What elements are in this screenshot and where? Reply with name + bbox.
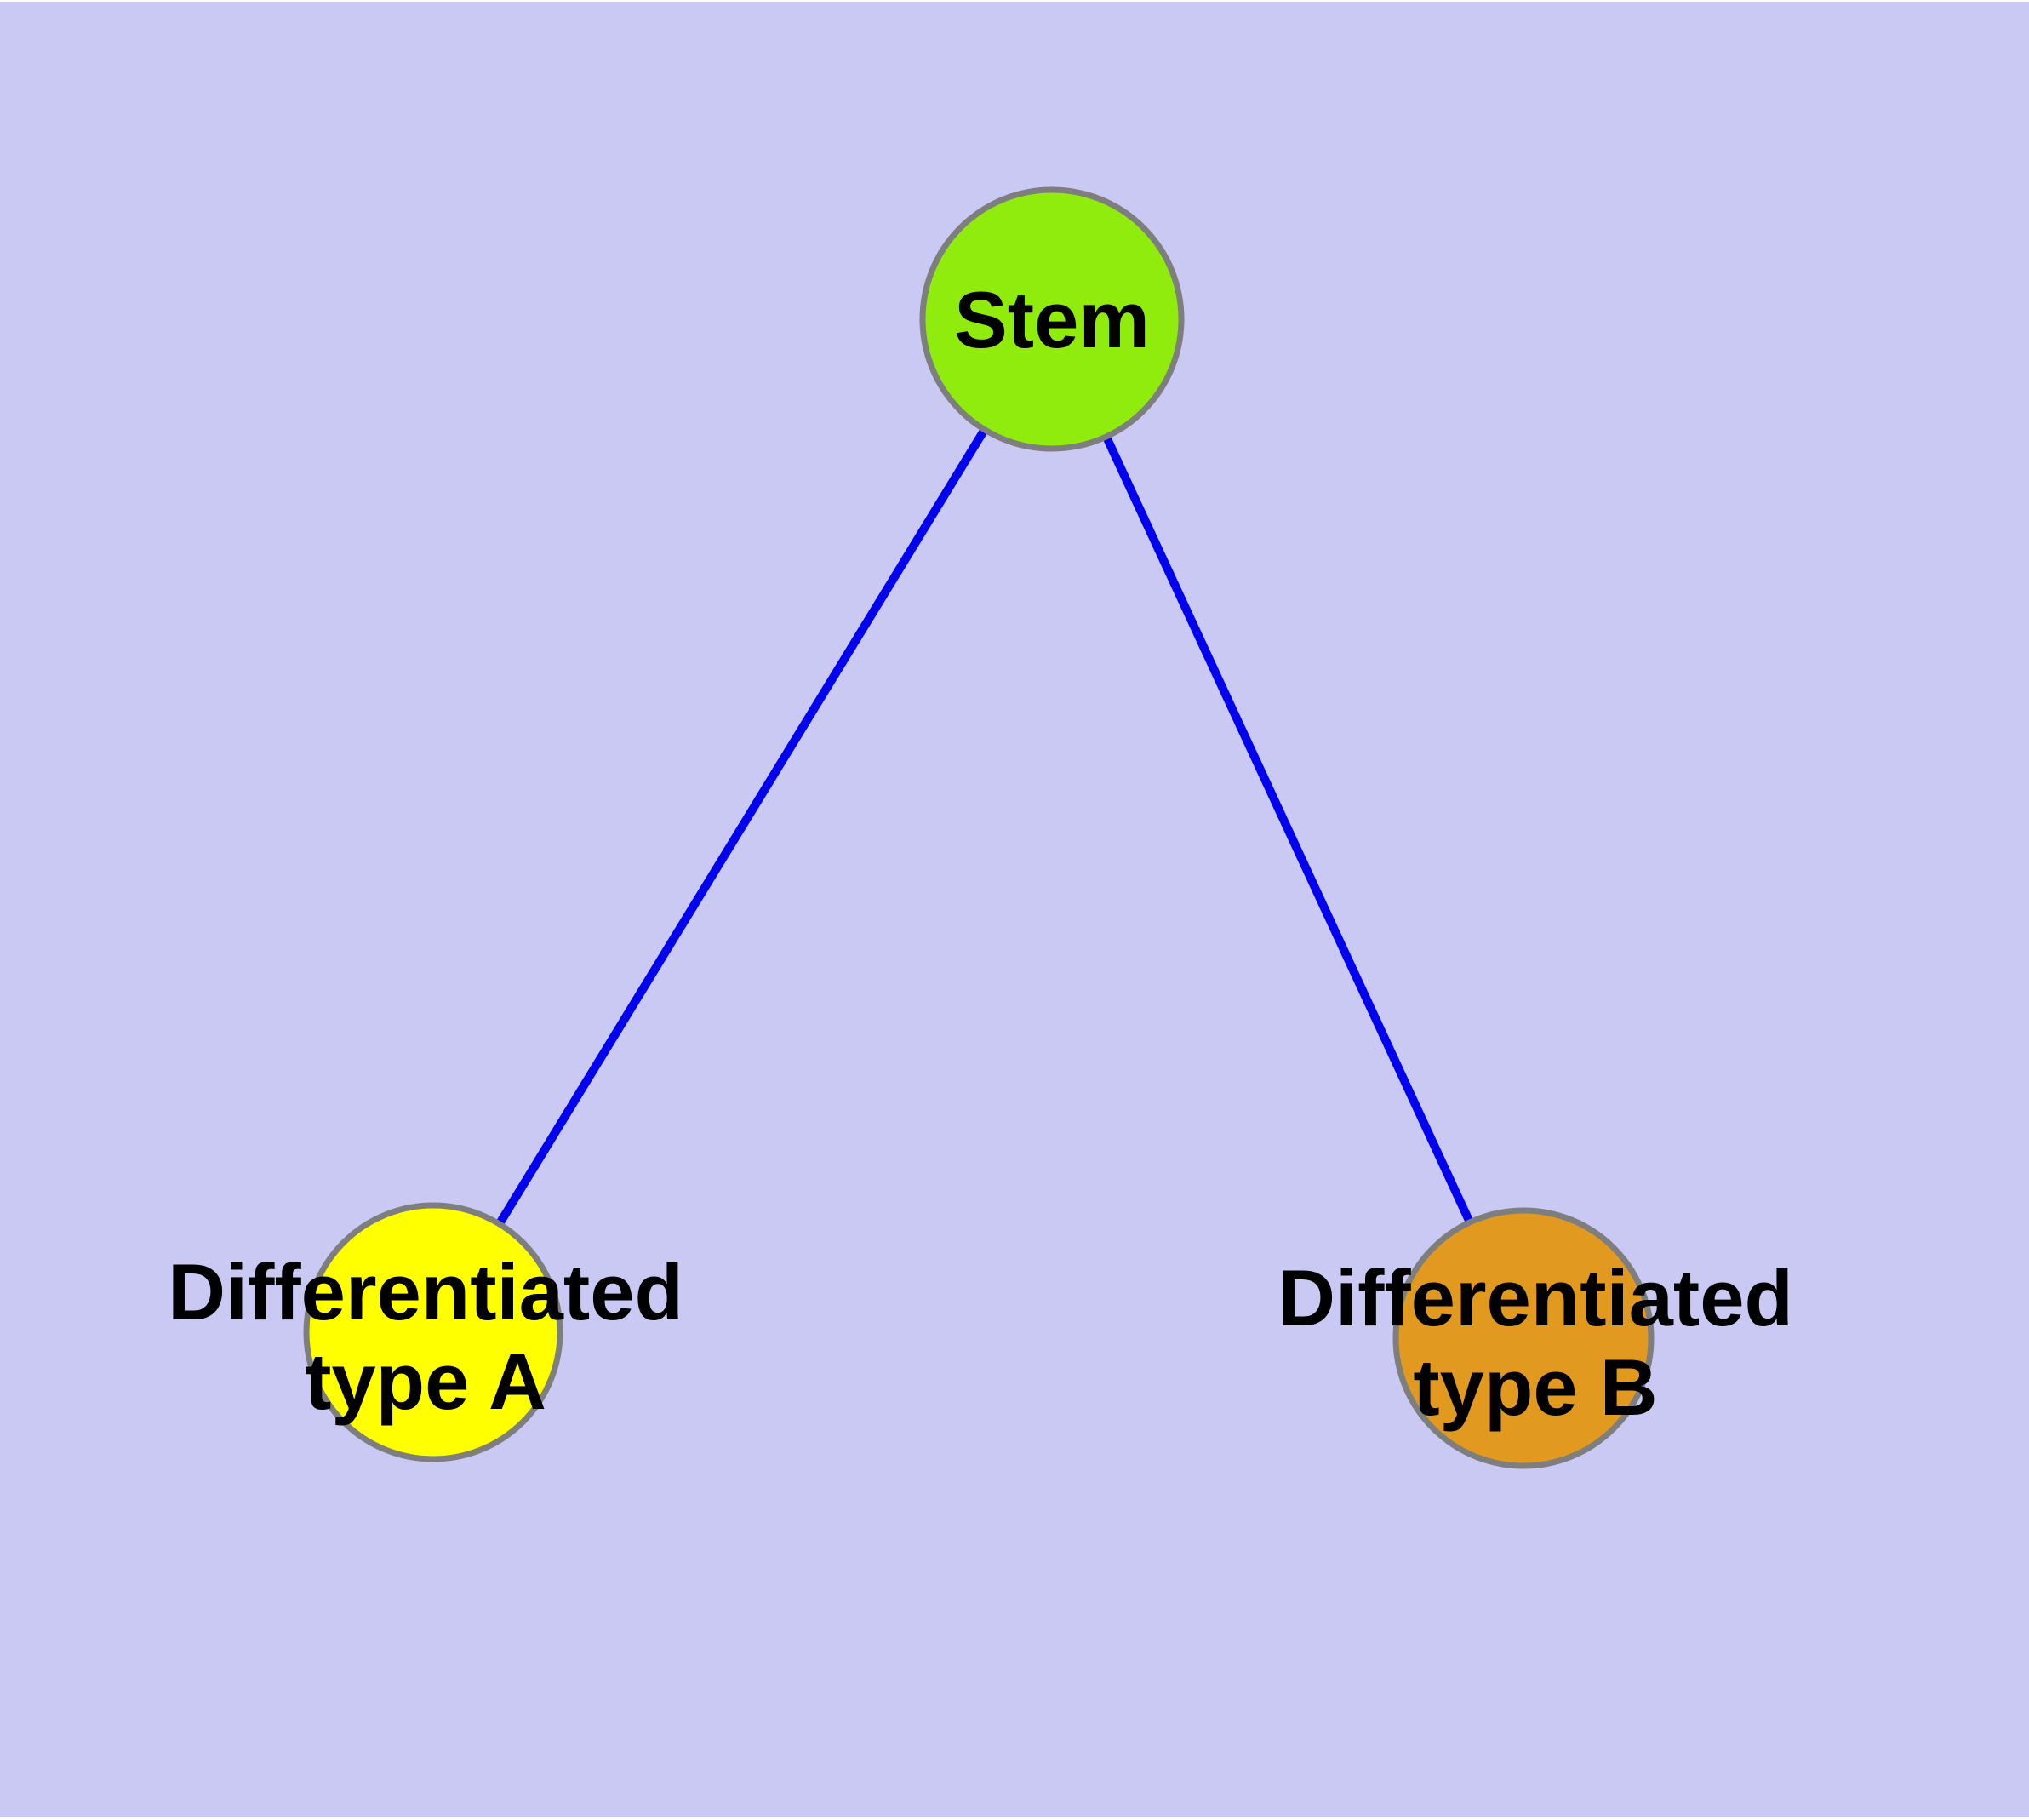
type-a-node-label-line2: type A: [305, 1336, 546, 1426]
edge-stem-to-type-b: [1048, 317, 1528, 1341]
type-b-node-label-line1: Differentiated: [1277, 1253, 1793, 1342]
type-b-node-label-line2: type B: [1413, 1342, 1657, 1432]
type-a-node-circle: [303, 1202, 563, 1462]
stem-node-label: Stem: [954, 275, 1150, 364]
edge-stem-to-type-a: [429, 317, 1056, 1335]
type-a-node-label-line1: Differentiated: [168, 1247, 683, 1336]
stem-node-circle: [919, 186, 1185, 452]
type-b-node-circle: [1392, 1207, 1655, 1469]
